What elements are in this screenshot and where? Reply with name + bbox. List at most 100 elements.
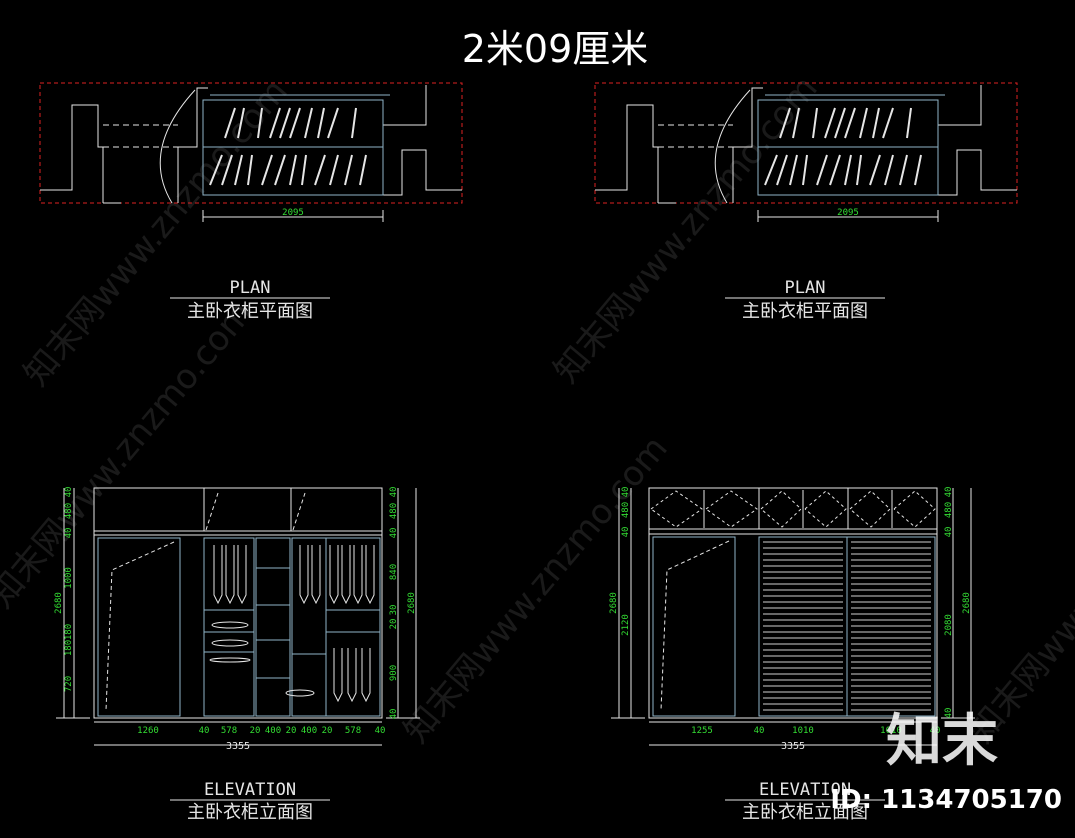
- dim-text: 40: [375, 726, 386, 736]
- watermark-text: 知末网www.znzmo.com: [16, 72, 295, 394]
- plan-view-left: 2095 PLAN 主卧衣柜平面图: [39, 82, 463, 322]
- right-dimension-texts: 40 480 40 2080 40 2680: [944, 487, 972, 719]
- dim-text: 180: [64, 624, 74, 640]
- dim-text: 40: [389, 709, 399, 720]
- dim-text: 20: [250, 726, 261, 736]
- dim-total: 2680: [962, 592, 972, 614]
- dim-total: 3355: [781, 741, 805, 752]
- dim-text: 20: [286, 726, 297, 736]
- left-dimension-texts: 40 480 40 2120 2680: [609, 487, 631, 636]
- dim-total: 2680: [54, 592, 64, 614]
- dim-text: 578: [221, 726, 237, 736]
- wall-middle: [732, 87, 763, 203]
- wall-right-lower: [938, 149, 1017, 196]
- wall-left: [40, 104, 121, 204]
- hidden-boundary: [39, 82, 463, 204]
- swing-door: [652, 536, 736, 717]
- door-swing: [714, 89, 751, 204]
- dim-text: 40: [199, 726, 210, 736]
- dim-text: 20: [389, 619, 399, 630]
- dim-text: 40: [389, 487, 399, 498]
- dim-text: 1255: [691, 726, 713, 736]
- page-title: 2米09厘米: [462, 27, 649, 71]
- dim-text: 578: [345, 726, 361, 736]
- dimension-line: [202, 210, 384, 222]
- dim-total: 3355: [226, 741, 250, 752]
- dim-text: 400: [265, 726, 281, 736]
- wall-right-lower: [383, 149, 462, 196]
- watermark-text: 知末网www.znzmo.com: [396, 429, 675, 751]
- top-door-open-lines: [650, 490, 936, 528]
- dim-total: 2680: [407, 592, 417, 614]
- image-id: ID: 1134705170: [830, 785, 1062, 815]
- dim-text: 40: [64, 487, 74, 498]
- dim-text: 40: [64, 528, 74, 539]
- dimension-lines: [611, 488, 975, 746]
- dim-text: 40: [944, 708, 954, 719]
- door-open-line: [105, 541, 175, 711]
- plan-label-cn: 主卧衣柜平面图: [742, 301, 868, 322]
- door-open-line: [292, 492, 306, 531]
- dim-text: 180: [64, 640, 74, 656]
- hidden-boundary: [594, 82, 1018, 204]
- interior-compartments: [203, 537, 381, 717]
- wall-right: [937, 85, 982, 195]
- plan-label-en: PLAN: [230, 278, 271, 298]
- dim-text: 400: [301, 726, 317, 736]
- left-dimension-texts: 40 480 40 1000 180 180 720 2680: [54, 487, 74, 693]
- bottom-dimension-texts: 1255 40 1010 1010 40: [691, 726, 940, 736]
- elevation-label-en: ELEVATION: [759, 780, 851, 800]
- watermark-text: 知末网www.znzmo.com: [546, 69, 825, 391]
- dim-text: 40: [621, 527, 631, 538]
- dim-text: 480: [389, 503, 399, 519]
- door-swing: [159, 89, 196, 204]
- dim-text: 2080: [944, 614, 954, 636]
- door-open-line: [660, 540, 730, 711]
- dim-text: 40: [944, 527, 954, 538]
- elevation-view-left: 40 480 40 1000 180 180 720 2680 40 480 4…: [54, 487, 420, 823]
- elevation-label-cn: 主卧衣柜立面图: [187, 802, 313, 823]
- dim-text: 1000: [64, 567, 74, 589]
- dim-text: 480: [944, 502, 954, 518]
- cabinet-frame: [93, 487, 383, 719]
- plan-view-right: 2095 PLAN 主卧衣柜平面图: [594, 82, 1018, 322]
- hanger-group: [209, 107, 367, 186]
- plan-label-en: PLAN: [785, 278, 826, 298]
- dim-text: 840: [389, 564, 399, 580]
- elevation-label-cn: 主卧衣柜立面图: [742, 802, 868, 823]
- door-open-line: [205, 492, 219, 531]
- swing-door: [97, 537, 181, 717]
- watermark-layer: 知末网www.znzmo.com 知末网www.znzmo.com 知末网www…: [0, 69, 1075, 751]
- hanging-clothes: [209, 545, 375, 703]
- wall-right: [382, 85, 427, 195]
- elevation-view-right: 40 480 40 2120 2680 40 480 40 2080 40 26…: [609, 487, 975, 823]
- dim-text: 40: [944, 487, 954, 498]
- dim-text: 480: [64, 503, 74, 519]
- brand-logo: 知末: [886, 709, 998, 774]
- dim-text: 20: [322, 726, 333, 736]
- dim-text: 1010: [792, 726, 814, 736]
- dim-text: 1260: [137, 726, 159, 736]
- wall-middle: [177, 87, 208, 203]
- dim-text: 40: [621, 487, 631, 498]
- dim-text: 900: [389, 665, 399, 681]
- dimension-lines: [56, 488, 420, 746]
- dim-text: 720: [64, 676, 74, 692]
- dim-text: 2120: [621, 614, 631, 636]
- hanger-group: [764, 107, 922, 186]
- wall-left: [595, 104, 676, 204]
- dimension-width: 2095: [282, 208, 304, 218]
- dim-text: 40: [754, 726, 765, 736]
- dimension-width: 2095: [837, 208, 859, 218]
- cabinet-frame: [648, 487, 938, 719]
- dim-text: 480: [621, 502, 631, 518]
- dim-text: 40: [930, 726, 941, 736]
- watermark-text: 知末网www.znzmo.com: [961, 429, 1075, 751]
- bottom-dimension-texts: 1260 40 578 20 400 20 400 20 578 40: [137, 726, 385, 736]
- dim-text: 1010: [880, 726, 902, 736]
- dimension-line: [757, 210, 939, 222]
- elevation-label-en: ELEVATION: [204, 780, 296, 800]
- louver-slats: [763, 541, 931, 711]
- dim-total: 2680: [609, 592, 619, 614]
